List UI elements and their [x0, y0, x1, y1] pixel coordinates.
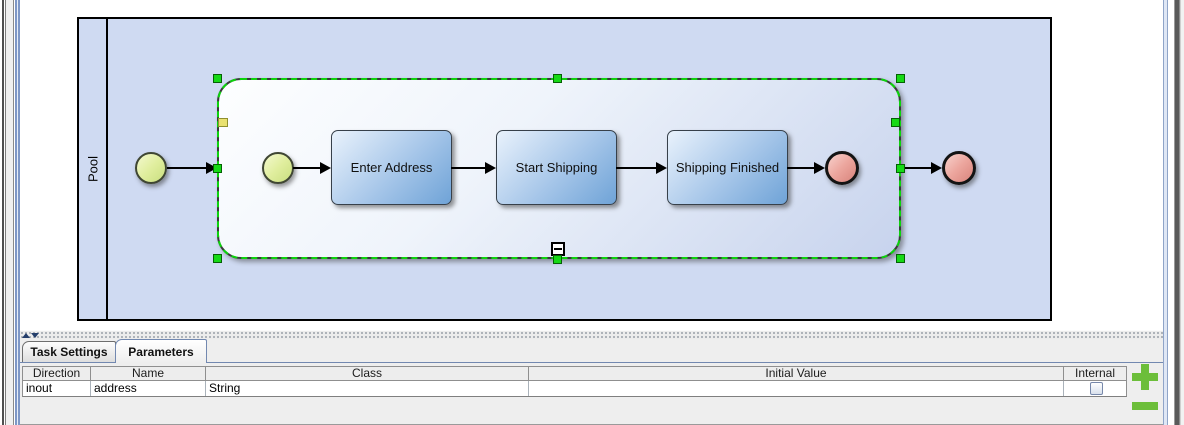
pool-label: Pool	[85, 155, 100, 183]
arrowhead-icon	[656, 162, 667, 174]
selection-handle-ne[interactable]	[896, 74, 905, 83]
tab-content-border	[20, 362, 1163, 363]
column-header-class[interactable]: Class	[206, 367, 529, 380]
task-shipping-finished[interactable]: Shipping Finished	[667, 130, 788, 205]
sequence-flow-1[interactable]	[167, 162, 217, 174]
flow-line	[904, 167, 933, 169]
initial-value-cell[interactable]	[529, 381, 1064, 396]
flow-line	[293, 167, 322, 169]
selection-handle-sw[interactable]	[213, 254, 222, 263]
diagram-canvas[interactable]: Pool Enter Address Start Shipping	[20, 0, 1163, 330]
column-header-initial-value[interactable]: Initial Value	[529, 367, 1064, 380]
selection-handle-e[interactable]	[896, 164, 905, 173]
anchor-handle-right[interactable]	[891, 118, 900, 127]
remove-parameter-button[interactable]	[1132, 402, 1158, 410]
selection-handle-s[interactable]	[553, 255, 562, 264]
arrowhead-icon	[485, 162, 496, 174]
plus-icon	[1141, 364, 1149, 390]
internal-checkbox[interactable]	[1090, 382, 1103, 395]
add-parameter-button[interactable]	[1132, 364, 1158, 390]
end-event-inner[interactable]	[825, 151, 859, 185]
parameters-table: Direction Name Class Initial Value Inter…	[22, 366, 1127, 397]
arrowhead-icon	[814, 162, 825, 174]
arrowhead-icon	[320, 162, 331, 174]
task-start-shipping[interactable]: Start Shipping	[496, 130, 617, 205]
column-header-name[interactable]: Name	[91, 367, 206, 380]
sequence-flow-4[interactable]	[616, 162, 667, 174]
selection-handle-se[interactable]	[896, 254, 905, 263]
sequence-flow-6[interactable]	[904, 162, 942, 174]
collapse-subprocess-button[interactable]	[551, 242, 565, 256]
left-frame-band	[5, 0, 14, 425]
left-window-edge	[2, 0, 4, 425]
column-header-internal[interactable]: Internal	[1074, 367, 1116, 380]
column-header-direction[interactable]: Direction	[23, 367, 91, 380]
flow-line	[616, 167, 658, 169]
right-frame-gap	[1168, 0, 1174, 425]
tab-parameters[interactable]: Parameters	[115, 339, 207, 363]
task-label: Start Shipping	[515, 160, 598, 175]
class-cell[interactable]: String	[206, 381, 529, 396]
pool-label-band: Pool	[79, 19, 108, 319]
split-divider[interactable]	[20, 330, 1163, 339]
table-header-row: Direction Name Class Initial Value Inter…	[22, 366, 1127, 381]
arrowhead-icon	[206, 162, 217, 174]
right-window-edge-light	[1181, 0, 1184, 425]
tab-label: Task Settings	[30, 345, 108, 359]
tab-task-settings[interactable]: Task Settings	[22, 341, 116, 362]
arrowhead-icon	[931, 162, 942, 174]
task-enter-address[interactable]: Enter Address	[331, 130, 452, 205]
task-label: Shipping Finished	[675, 160, 780, 175]
collapse-down-button[interactable]	[31, 333, 39, 338]
start-event-outer[interactable]	[135, 152, 167, 184]
task-label: Enter Address	[350, 160, 433, 175]
internal-cell	[1064, 381, 1126, 396]
collapse-up-button[interactable]	[22, 333, 30, 338]
flow-line	[167, 167, 208, 169]
right-panel-border	[1163, 0, 1168, 425]
flow-line	[451, 167, 487, 169]
end-event-outer[interactable]	[942, 151, 976, 185]
anchor-handle-yellow[interactable]	[218, 118, 228, 127]
properties-panel: Task Settings Parameters Direction Name …	[20, 339, 1163, 425]
left-panel-border	[14, 0, 20, 425]
minus-icon	[554, 248, 562, 250]
selection-handle-w[interactable]	[213, 164, 222, 173]
name-cell[interactable]: address	[91, 381, 206, 396]
sequence-flow-2[interactable]	[293, 162, 331, 174]
right-window-edge	[1174, 0, 1181, 425]
selection-handle-nw[interactable]	[213, 74, 222, 83]
table-row[interactable]: inout address String	[22, 381, 1127, 397]
direction-cell[interactable]: inout	[23, 381, 91, 396]
start-event-inner[interactable]	[262, 152, 294, 184]
sequence-flow-5[interactable]	[787, 162, 825, 174]
tab-label: Parameters	[128, 344, 194, 359]
sequence-flow-3[interactable]	[451, 162, 496, 174]
selection-handle-n[interactable]	[553, 74, 562, 83]
flow-line	[787, 167, 816, 169]
